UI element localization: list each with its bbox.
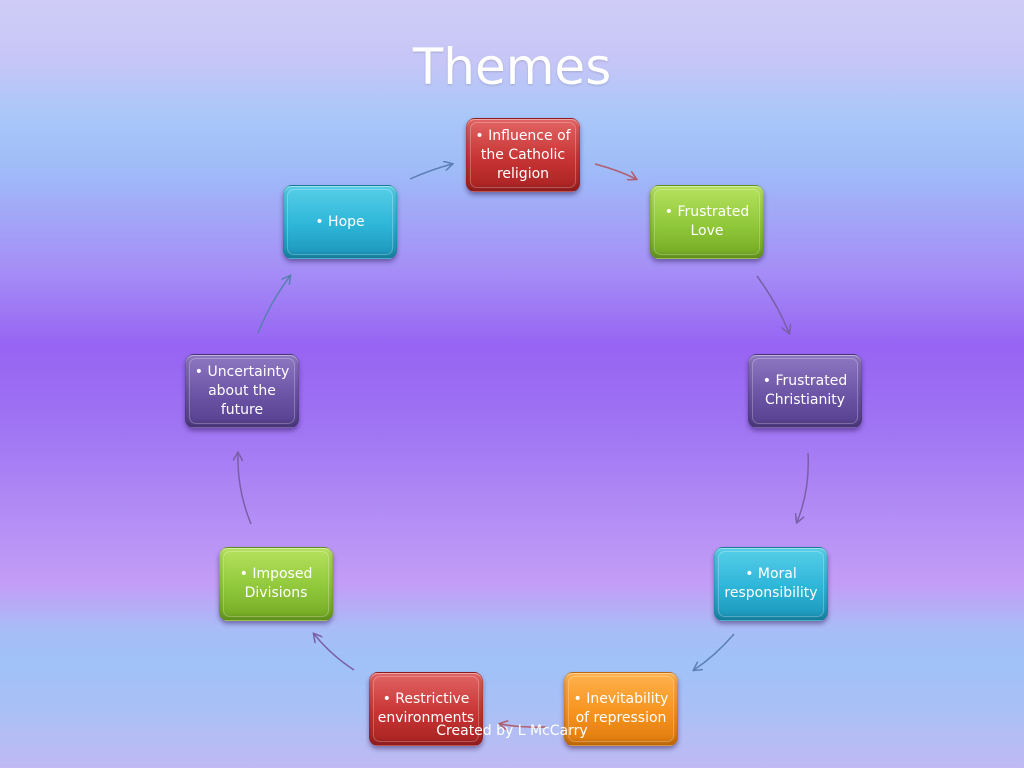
node-frustrated-christianity[interactable]: • Frustrated Christianity [748, 354, 862, 428]
arrow-3-to-4 [797, 452, 810, 522]
arrow-4-to-5 [694, 633, 735, 670]
node-restrictive-environments[interactable]: • Restrictive environments [369, 672, 483, 746]
node-uncertainty-future[interactable]: • Uncertainty about the future [185, 354, 299, 428]
arrow-5-to-6 [500, 724, 547, 727]
node-imposed-divisions[interactable]: • Imposed Divisions [219, 547, 333, 621]
node-moral-responsibility[interactable]: • Moral responsibility [714, 547, 828, 621]
node-catholic-religion[interactable]: • Influence of the Catholic religion [466, 118, 580, 192]
slide-title: Themes [412, 38, 612, 96]
arrow-2-to-3 [756, 275, 789, 333]
arrow-1-to-2 [594, 163, 636, 179]
arrow-9-to-1 [409, 164, 452, 180]
node-inevitability-of-repression[interactable]: • Inevitability of repression [564, 672, 678, 746]
arrow-7-to-8 [238, 453, 252, 525]
node-frustrated-love[interactable]: • Frustrated Love [650, 185, 764, 259]
arrow-8-to-9 [257, 276, 290, 334]
node-hope[interactable]: • Hope [283, 185, 397, 259]
footer-credit: Created by L McCarry [436, 723, 588, 739]
arrow-6-to-7 [314, 634, 355, 671]
